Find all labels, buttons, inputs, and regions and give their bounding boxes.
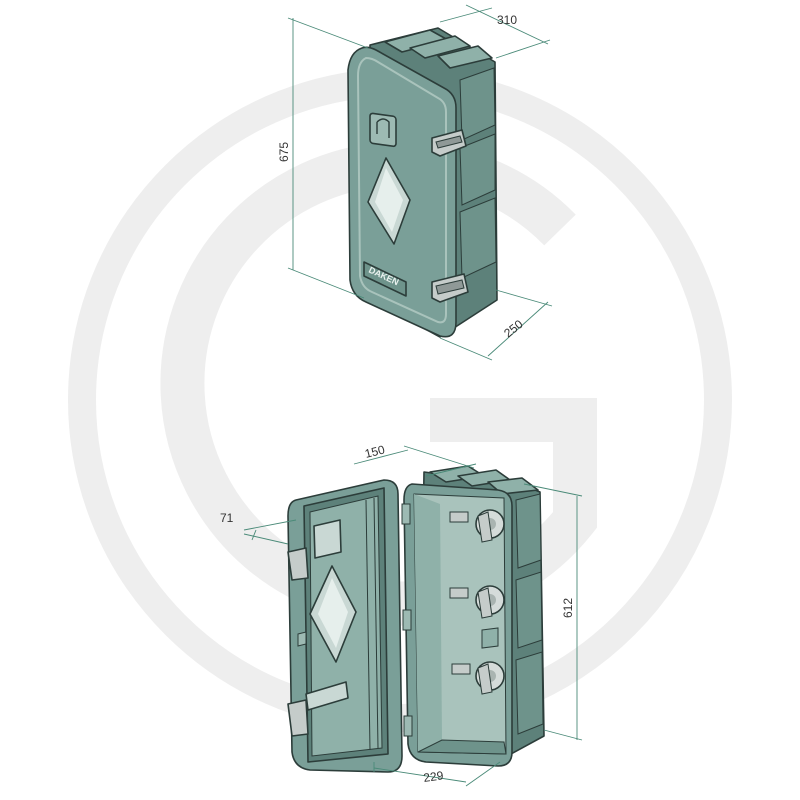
latch-bottom-icon — [431, 273, 469, 303]
dim-door-thickness: 71 — [220, 511, 297, 545]
open-body — [401, 465, 545, 767]
dim-height-open: 612 — [523, 483, 583, 741]
door-latch-bottom-icon — [287, 699, 309, 737]
dim-depth-open-label: 150 — [363, 442, 386, 461]
dim-height-closed-label: 675 — [277, 142, 291, 162]
dim-depth-open: 150 — [353, 442, 477, 477]
extinguisher-clamp-middle-icon — [449, 585, 505, 619]
dim-depth-closed-label: 250 — [501, 317, 526, 341]
dim-height-open-label: 612 — [561, 598, 575, 618]
dim-door-thickness-label: 71 — [220, 511, 234, 525]
closed-box: DAKEN 310 675 250 — [277, 4, 553, 361]
door-latch-top-icon — [287, 547, 309, 581]
dim-height-closed: 675 — [277, 17, 369, 299]
dim-width-closed: 310 — [439, 4, 551, 59]
body-hinge-top-icon — [401, 503, 411, 525]
closed-box-side-ribs — [459, 67, 497, 279]
closed-box-front-bevel — [356, 56, 447, 324]
latch-top-icon — [431, 129, 467, 157]
open-box: 150 71 612 229 — [220, 442, 583, 787]
body-hinge-middle-icon — [402, 609, 412, 631]
door-hinge-icon — [297, 631, 307, 647]
extinguisher-clamp-top-icon — [449, 509, 505, 543]
door-lower-window — [305, 681, 349, 711]
closed-box-window — [367, 157, 411, 245]
door-handle-icon — [369, 112, 397, 148]
door-upper-window — [313, 519, 342, 559]
dim-width-open-label: 229 — [422, 768, 444, 785]
open-door — [287, 479, 403, 773]
dim-width-open: 229 — [373, 761, 501, 787]
extinguisher-clamp-bottom-icon — [451, 661, 505, 695]
dim-width-closed-label: 310 — [497, 13, 517, 27]
closed-box-top-ribs — [384, 29, 493, 69]
door-diamond-window — [309, 565, 357, 663]
body-hinge-bottom-icon — [403, 715, 413, 737]
